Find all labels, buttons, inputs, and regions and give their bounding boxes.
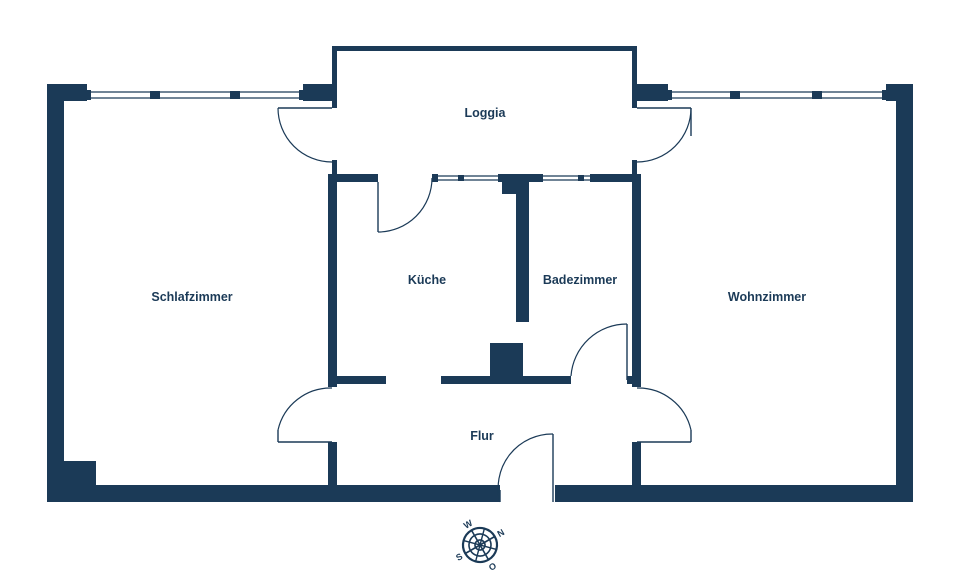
door-schlafzimmer-loggia: [277, 107, 333, 163]
room-label-loggia: Loggia: [465, 106, 507, 120]
doors: [277, 107, 692, 503]
room-labels: Loggia Schlafzimmer Küche Badezimmer Woh…: [151, 106, 806, 443]
room-label-schlafzimmer: Schlafzimmer: [151, 290, 232, 304]
compass-rose-icon: W O S N: [454, 518, 506, 573]
door-wohnzimmer-loggia: [636, 107, 692, 163]
door-schlafzimmer-flur: [277, 387, 333, 443]
compass-letter-n: N: [495, 527, 506, 539]
room-label-badezimmer: Badezimmer: [543, 273, 617, 287]
door-kueche-loggia: [377, 177, 433, 233]
compass-letter-s: S: [454, 551, 464, 563]
compass-letter-o: O: [487, 561, 498, 573]
walls: [47, 46, 913, 502]
door-entrance: [497, 433, 554, 503]
door-wohnzimmer-flur: [636, 387, 692, 443]
room-label-kueche: Küche: [408, 273, 446, 287]
room-label-wohnzimmer: Wohnzimmer: [728, 290, 806, 304]
windows: [87, 90, 886, 182]
door-badezimmer-flur: [570, 323, 628, 380]
room-label-flur: Flur: [470, 429, 494, 443]
